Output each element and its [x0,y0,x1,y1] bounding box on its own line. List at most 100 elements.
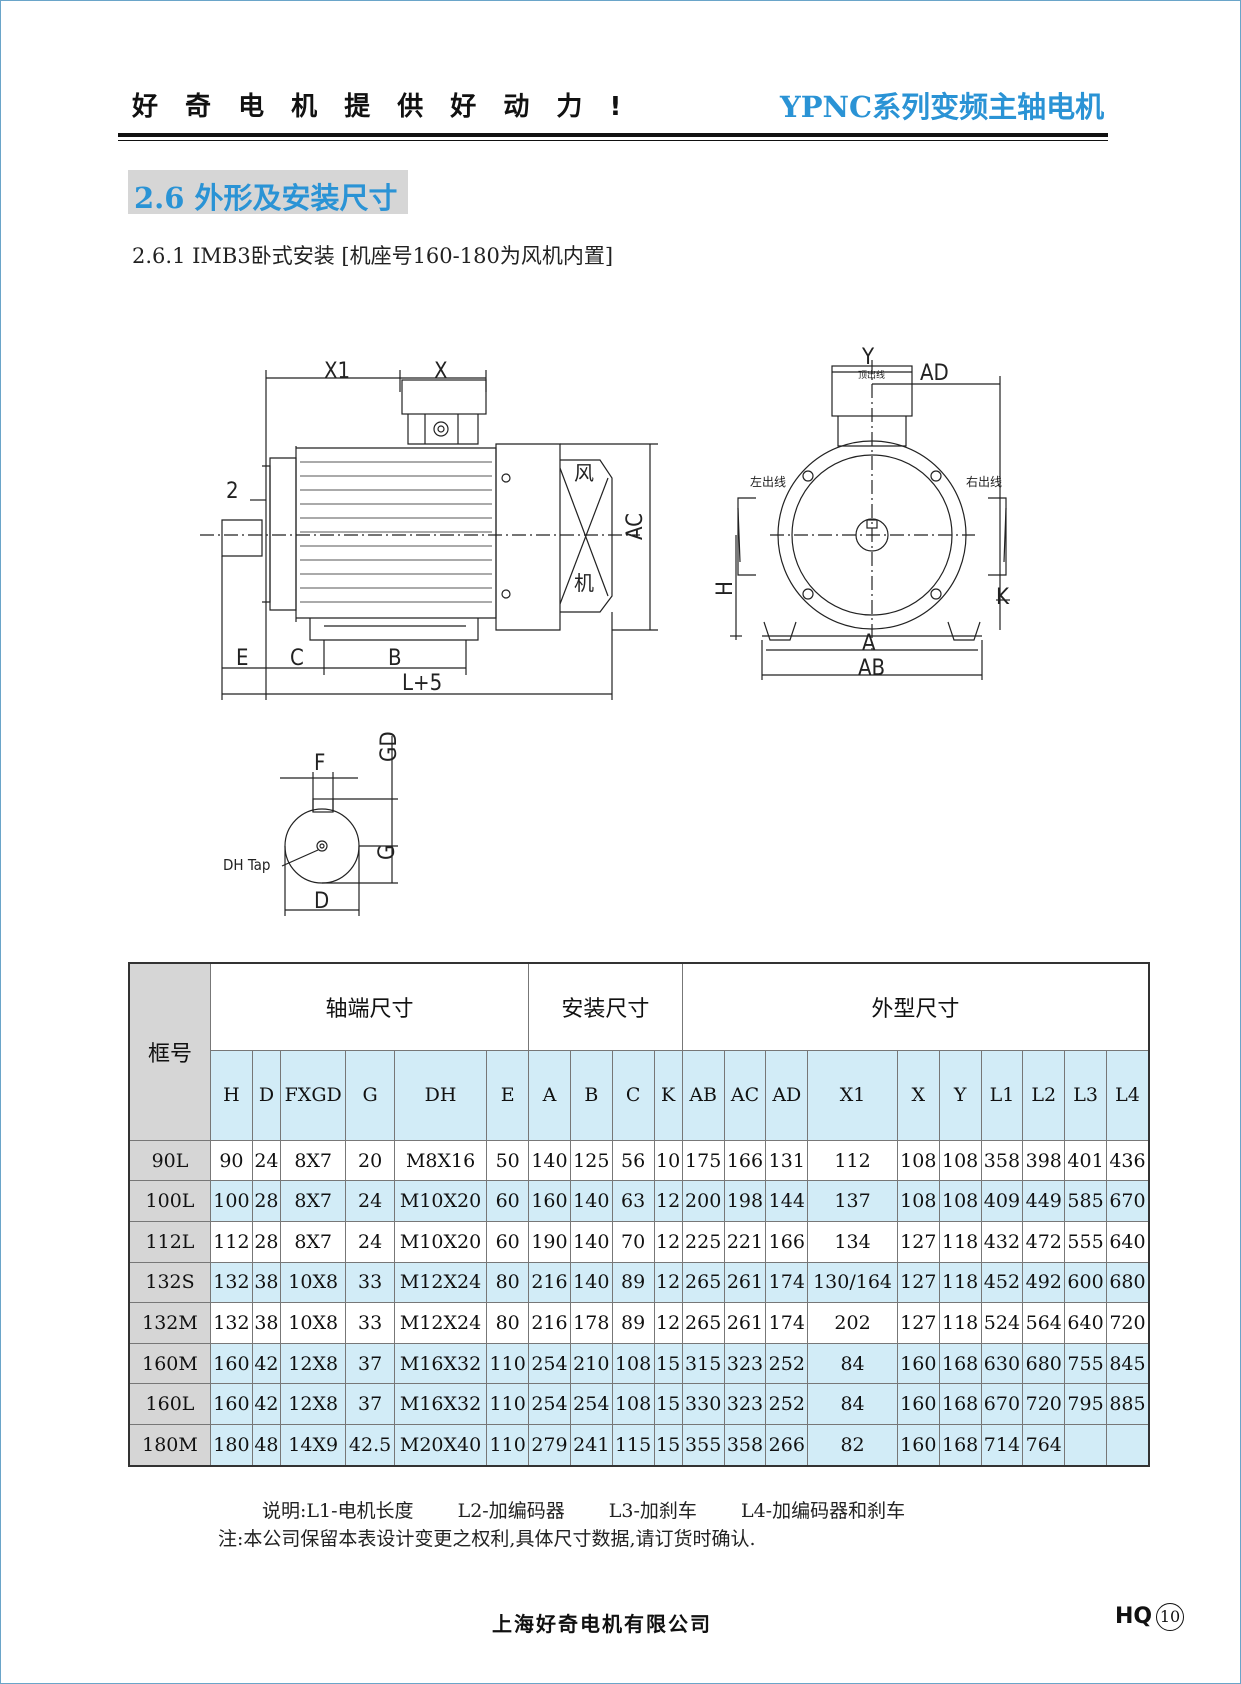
label-fan-2: 机 [574,571,594,595]
column-header: B [569,1049,613,1141]
table-cell: 524 [980,1302,1024,1344]
column-header: L3 [1064,1049,1107,1141]
page-number: 10 [1156,1603,1184,1631]
table-cell: 160 [896,1424,940,1467]
table-cell: 38 [251,1261,282,1304]
table-cell: 12 [653,1302,683,1344]
table-cell: 279 [528,1424,571,1467]
column-header: E [486,1049,530,1141]
table-cell: 409 [980,1180,1024,1223]
label-ac: AC [623,513,648,540]
table-cell: 89 [611,1302,655,1344]
table-cell: 108 [896,1139,940,1182]
table-cell: 401 [1064,1139,1107,1182]
table-cell: 63 [611,1180,655,1223]
table-cell: 174 [765,1302,809,1344]
technical-drawing: X1 X 2 AC E C B L+5 风 机 [200,345,1010,916]
group-header-mounting: 安装尺寸 [528,962,683,1051]
column-header: DH [393,1049,488,1141]
table-cell: 168 [938,1383,982,1426]
label-b: B [388,646,402,671]
frame-cell: 90L [128,1139,211,1182]
table-cell: 80 [486,1261,530,1304]
table-cell: 110 [486,1424,530,1467]
table-cell: 42 [251,1383,282,1426]
table-cell: 89 [611,1261,655,1304]
table-cell: 160 [210,1383,253,1426]
table-cell: 24 [251,1139,282,1182]
table-group-row: 框号 轴端尺寸 安装尺寸 外型尺寸 [128,962,1150,1141]
table-cell: 254 [528,1342,571,1385]
label-k: K [996,585,1010,610]
label-y: Y [861,345,875,370]
table-cell: 12 [653,1221,683,1263]
group-header-outline: 外型尺寸 [681,962,1150,1051]
table-cell: 714 [980,1424,1024,1467]
frame-header: 框号 [128,962,211,1141]
table-cell: 174 [765,1261,809,1304]
table-cell: 20 [345,1139,395,1182]
table-cell: 358 [980,1139,1024,1182]
footer-logo: HQ [1115,1604,1153,1629]
frame-cell: 132S [128,1261,211,1304]
column-header: K [653,1049,683,1141]
table-cell: 190 [528,1221,571,1263]
column-header: L1 [980,1049,1024,1141]
header-rule-thin [118,140,1108,141]
table-cell: 323 [723,1342,767,1385]
table-cell: 48 [251,1424,282,1467]
group-header-shaft: 轴端尺寸 [209,962,530,1051]
table-cell: M16X32 [393,1342,488,1385]
table-cell: 680 [1105,1261,1150,1304]
table-cell: 33 [345,1302,395,1344]
table-cell: 216 [528,1261,571,1304]
table-cell: 252 [765,1342,809,1385]
table-cell: 108 [611,1342,655,1385]
table-cell: 110 [486,1383,530,1426]
table-cell: 10X8 [280,1302,347,1344]
table-cell: 14X9 [280,1424,347,1467]
header-slogan: 好 奇 电 机 提 供 好 动 力 ! [132,92,631,122]
table-cell: 166 [765,1221,809,1263]
column-header: L2 [1022,1049,1066,1141]
table-cell: 33 [345,1261,395,1304]
table-cell: 12X8 [280,1383,347,1426]
label-2: 2 [226,479,239,504]
table-cell: 80 [486,1302,530,1344]
table-cell: 60 [486,1221,530,1263]
table-cell: 28 [251,1221,282,1263]
column-header: X1 [807,1049,898,1141]
table-cell: 670 [980,1383,1024,1426]
table-cell: 28 [251,1180,282,1223]
table-cell: 24 [345,1221,395,1263]
label-l5: L+5 [402,671,442,696]
table-cell: 795 [1064,1383,1107,1426]
label-fan-1: 风 [574,461,594,485]
table-cell: 8X7 [280,1221,347,1263]
label-right-lead: 右出线 [966,474,1002,489]
label-a: A [862,631,876,656]
table-cell: 108 [938,1139,982,1182]
label-g: G [375,845,400,860]
table-cell: 202 [807,1302,898,1344]
frame-cell: 112L [128,1221,211,1263]
table-cell: 130/164 [807,1261,898,1304]
frame-cell: 180M [128,1424,211,1467]
table-cell: 432 [980,1221,1024,1263]
table-cell: 24 [345,1180,395,1223]
table-cell: 127 [896,1302,940,1344]
label-e: E [236,646,249,671]
table-cell: 15 [653,1383,683,1426]
table-cell: 160 [896,1383,940,1426]
table-cell: M12X24 [393,1302,488,1344]
table-cell: 323 [723,1383,767,1426]
table-cell: 452 [980,1261,1024,1304]
table-cell: 131 [765,1139,809,1182]
table-cell: 140 [528,1139,571,1182]
notes-legend: 说明:L1-电机长度 L2-加编码器 L3-加刹车 L4-加编码器和刹车 [262,1496,943,1523]
table-cell: 210 [569,1342,613,1385]
label-dh-tap: DH Tap [223,856,270,874]
table-cell: 140 [569,1261,613,1304]
